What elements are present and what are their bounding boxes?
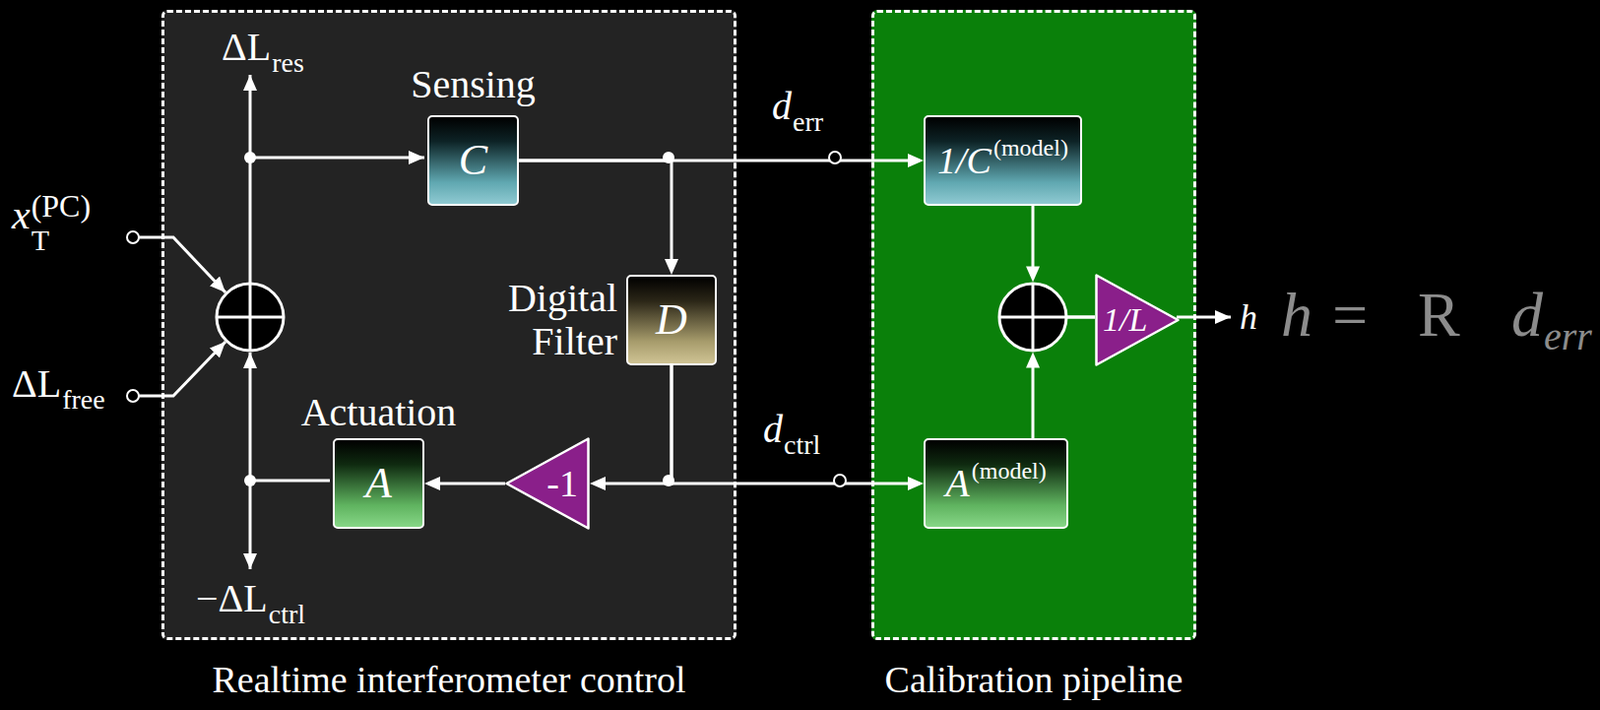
arrow-head (907, 476, 924, 491)
summing-junction (999, 283, 1067, 351)
box-content: 1/C(model) (925, 117, 1081, 204)
summing-junction (216, 283, 284, 351)
signal-terminal (829, 151, 841, 164)
actuation-block: AActuation (332, 438, 425, 529)
box-content: A (334, 440, 423, 527)
summing-cross (216, 283, 284, 351)
formula-subscript: err (1543, 317, 1593, 357)
injection-wire (138, 237, 226, 293)
junction-dot (244, 151, 256, 164)
control-motion-signal: −ΔL (195, 578, 268, 619)
signal-connector (424, 476, 506, 491)
control-signal: d (763, 409, 783, 449)
connector-line (671, 365, 912, 484)
block-heading: Sensing (410, 64, 536, 105)
signal-subscript: free (62, 385, 106, 414)
actuation-output-wire (250, 479, 330, 483)
model-superscript: (model) (993, 135, 1069, 160)
signal-connector (589, 365, 672, 491)
signal-connector (518, 160, 679, 275)
block-symbol: -1 (546, 464, 578, 503)
length-scale-gain: 1/L (1094, 273, 1180, 367)
injection-signal: x (11, 193, 31, 236)
arrow-head (1025, 352, 1040, 369)
output-signal: h (1239, 299, 1258, 335)
junction-dot (662, 474, 675, 487)
formula-text: h = (1280, 283, 1371, 347)
region-fill (871, 9, 1197, 640)
block-heading: Digital Filter (494, 276, 618, 364)
control-wire (249, 480, 253, 570)
free-motion-signal: ΔL (11, 364, 62, 404)
arrow-head (1025, 266, 1040, 283)
connector-line (518, 160, 672, 263)
signal-connector (671, 365, 924, 491)
block-symbol: C (458, 138, 488, 183)
sensing-block: CSensing (427, 115, 519, 206)
signal-subscript: T (31, 225, 50, 256)
inverter-gain: -1 (505, 437, 590, 530)
arrow-head (664, 258, 679, 275)
formula-text: d (1511, 283, 1543, 347)
formula-text: R (1417, 283, 1461, 347)
block-symbol: A (365, 461, 392, 506)
block-heading: Actuation (301, 392, 457, 433)
calibration-region: Calibration pipeline1/C(model)A(model)1/… (871, 9, 1197, 640)
signal-subscript: ctrl (783, 431, 821, 459)
box-content: C (429, 117, 517, 204)
gain-triangle-shape (507, 439, 589, 529)
box-content: 1/L (1094, 273, 1180, 367)
signal-terminal (127, 231, 139, 244)
summing-circle (999, 283, 1067, 351)
block-symbol: A (945, 463, 969, 504)
connector-line (601, 365, 672, 484)
box-content: A(model) (925, 440, 1067, 527)
strain-output-wire (1176, 316, 1231, 320)
arrow-head (589, 476, 606, 491)
summing-circle (216, 283, 284, 351)
residual-wire (249, 74, 253, 284)
box-content: -1 (505, 437, 590, 530)
digital-filter-block: DDigital Filter (626, 274, 717, 366)
junction-dot (244, 474, 256, 487)
block-symbol: 1/L (1102, 303, 1148, 337)
connector-line (518, 159, 912, 163)
arrow-head (424, 476, 441, 491)
actuation-model: A(model) (923, 438, 1069, 529)
signal-terminal (127, 389, 139, 402)
sensing-input-wire (250, 156, 425, 160)
region-fill (161, 9, 737, 640)
wire-group (138, 74, 1231, 570)
box-content: D (628, 276, 715, 364)
region-caption: Realtime interferometer control (211, 660, 686, 699)
connector-line (436, 482, 506, 486)
error-signal: d (771, 86, 792, 127)
residual-signal: ΔL (221, 27, 271, 67)
signal-subscript: res (271, 49, 305, 77)
signal-superscript: (PC) (31, 190, 91, 222)
signal-subscript: err (792, 108, 824, 136)
region-caption: Calibration pipeline (885, 660, 1184, 699)
block-symbol: D (655, 298, 688, 342)
model-superscript: (model) (971, 458, 1047, 483)
actuation-feedback-wire (249, 352, 253, 481)
block-symbol: 1/C (937, 141, 992, 180)
arrow-head (907, 153, 924, 168)
gain-triangle-shape (1096, 275, 1179, 366)
summing-cross (999, 283, 1067, 351)
signal-connector (518, 153, 924, 168)
control-region: Realtime interferometer controlCSensingD… (161, 9, 737, 640)
junction-dot (662, 151, 675, 164)
signal-subscript: ctrl (268, 600, 306, 629)
signal-terminal (833, 474, 846, 487)
free-motion-wire (138, 341, 226, 396)
inverse-sensing-model: 1/C(model) (923, 115, 1083, 206)
